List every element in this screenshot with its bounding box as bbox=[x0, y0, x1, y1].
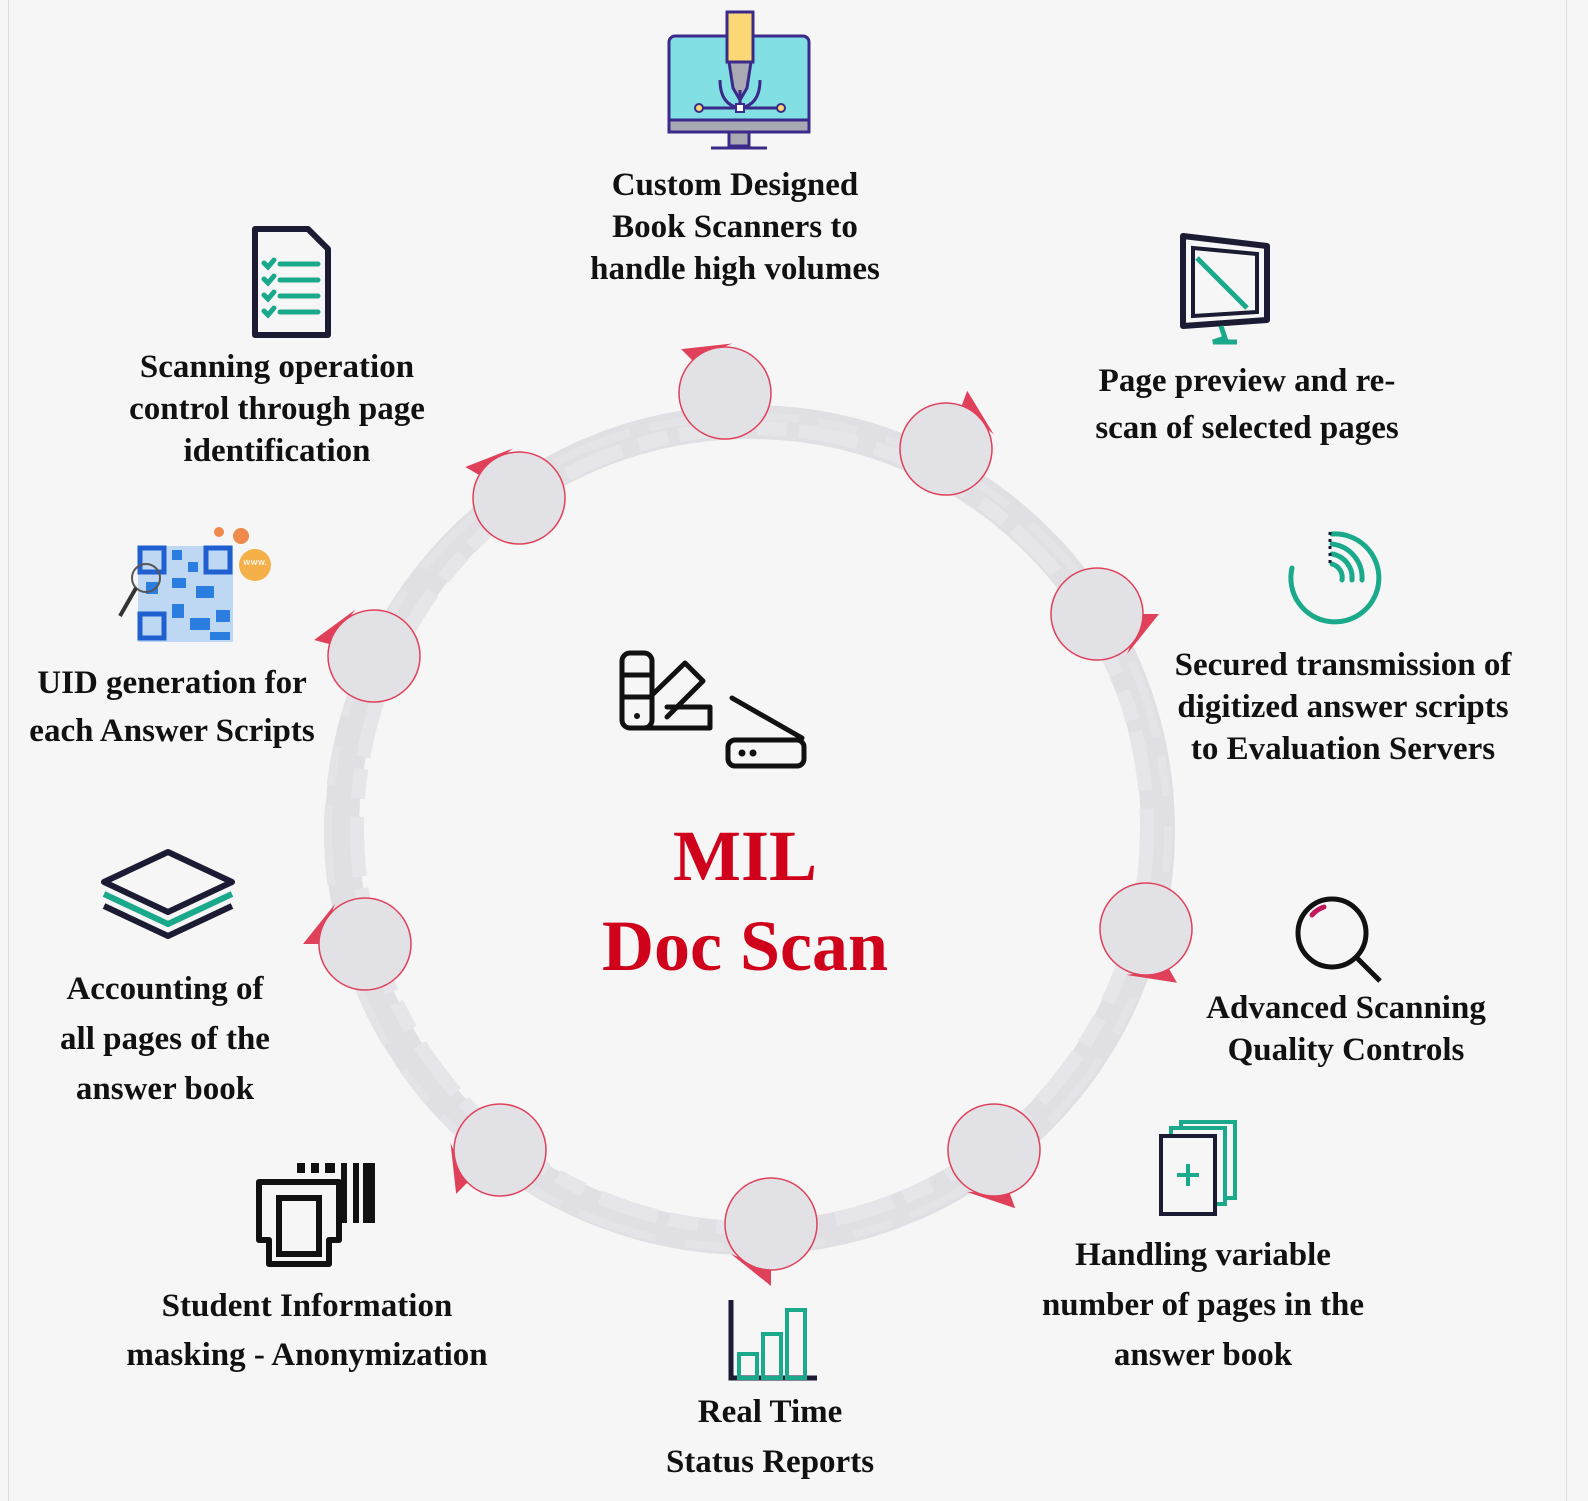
feature-label-page-preview: Page preview and re-scan of selected pag… bbox=[1095, 363, 1399, 446]
node-pointer bbox=[314, 609, 356, 645]
node-pointer bbox=[303, 904, 335, 944]
bar-chart-icon bbox=[728, 1300, 817, 1381]
node-circle bbox=[899, 402, 993, 496]
right-border bbox=[1566, 0, 1567, 1501]
node-pointer bbox=[961, 390, 994, 435]
color-swatch-icon bbox=[619, 650, 713, 731]
cycle-node bbox=[899, 390, 994, 496]
cycle-node bbox=[678, 343, 772, 440]
cycle-node bbox=[947, 1103, 1041, 1209]
node-pointer bbox=[731, 1254, 771, 1286]
node-circle bbox=[472, 451, 566, 545]
cycle-node bbox=[1050, 567, 1159, 661]
secure-transmission-icon bbox=[1288, 531, 1382, 625]
cycle-node bbox=[314, 609, 421, 703]
node-circle bbox=[453, 1103, 547, 1197]
cycle-node bbox=[1099, 882, 1193, 983]
left-border bbox=[8, 0, 9, 1501]
checklist-icon bbox=[252, 226, 331, 338]
magnifier-icon bbox=[1295, 896, 1382, 983]
title-line-2: Doc Scan bbox=[602, 906, 888, 986]
node-circle bbox=[1050, 567, 1144, 661]
cycle-node bbox=[450, 1103, 547, 1197]
node-circle bbox=[947, 1103, 1041, 1197]
node-pointer bbox=[1127, 614, 1159, 654]
node-circle bbox=[327, 609, 421, 703]
layers-icon bbox=[101, 849, 235, 939]
cycle-node bbox=[724, 1177, 818, 1286]
node-circle bbox=[318, 897, 412, 991]
node-circle bbox=[678, 346, 772, 440]
node-circle bbox=[1099, 882, 1193, 976]
node-circle bbox=[724, 1177, 818, 1271]
title-line-1: MIL bbox=[673, 816, 817, 896]
monitor-preview-icon bbox=[1180, 233, 1270, 345]
cycle-node bbox=[465, 448, 566, 545]
add-pages-icon bbox=[1159, 1120, 1237, 1216]
node-pointer bbox=[1126, 968, 1177, 983]
cycle-node bbox=[303, 897, 412, 991]
monitor-pen-icon bbox=[667, 10, 811, 150]
id-barcode-icon bbox=[256, 1163, 375, 1267]
qr-code-icon: www. bbox=[110, 520, 280, 650]
scanner-icon bbox=[725, 695, 807, 769]
qr-badge-text: www. bbox=[243, 558, 268, 568]
